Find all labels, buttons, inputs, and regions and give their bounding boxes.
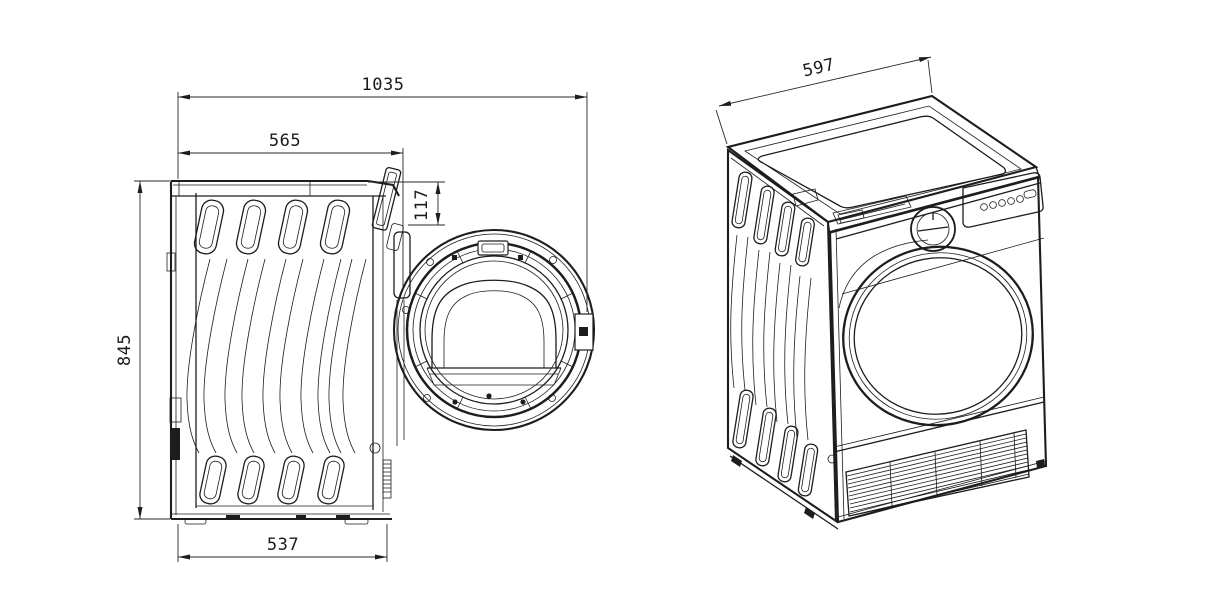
side-view-top-slots <box>193 199 351 255</box>
dim-height: 845 <box>115 334 135 366</box>
dim-base-depth: 537 <box>267 535 299 555</box>
dim-total-depth: 1035 <box>362 75 405 95</box>
iso-dimensions: 597 <box>715 55 933 145</box>
iso-side-face <box>726 147 1045 530</box>
door-rim-ticks <box>414 250 574 410</box>
side-view: 1035 565 117 845 537 <box>115 75 596 562</box>
iso-ribs <box>730 234 812 441</box>
dim-body-depth: 565 <box>269 131 301 151</box>
door-top-block <box>477 240 509 256</box>
iso-top-slots <box>731 171 815 267</box>
side-view-ribs <box>186 258 367 454</box>
iso-base <box>729 455 1045 530</box>
iso-front-face <box>827 175 1048 524</box>
isometric-view: 597 <box>715 55 1048 530</box>
side-view-door-hinge <box>371 166 411 446</box>
display-panel <box>962 172 1044 228</box>
side-view-dimensions: 1035 565 117 845 537 <box>115 75 588 562</box>
dim-door-projection: 117 <box>412 189 432 221</box>
side-view-cabinet <box>166 179 400 525</box>
drawer-handle <box>832 195 912 225</box>
side-view-open-door <box>392 228 596 432</box>
iso-door <box>838 239 1034 427</box>
iso-vent-grille <box>845 429 1030 517</box>
side-front-vent-hatch <box>382 459 392 499</box>
door-screws <box>402 255 557 405</box>
door-glass-arch <box>426 279 562 386</box>
side-view-bottom-slots <box>199 455 345 505</box>
dim-width: 597 <box>801 55 837 82</box>
program-knob <box>910 206 956 252</box>
iso-bottom-slots <box>732 389 819 497</box>
door-latch <box>574 313 594 351</box>
iso-control-panel <box>832 172 1045 295</box>
